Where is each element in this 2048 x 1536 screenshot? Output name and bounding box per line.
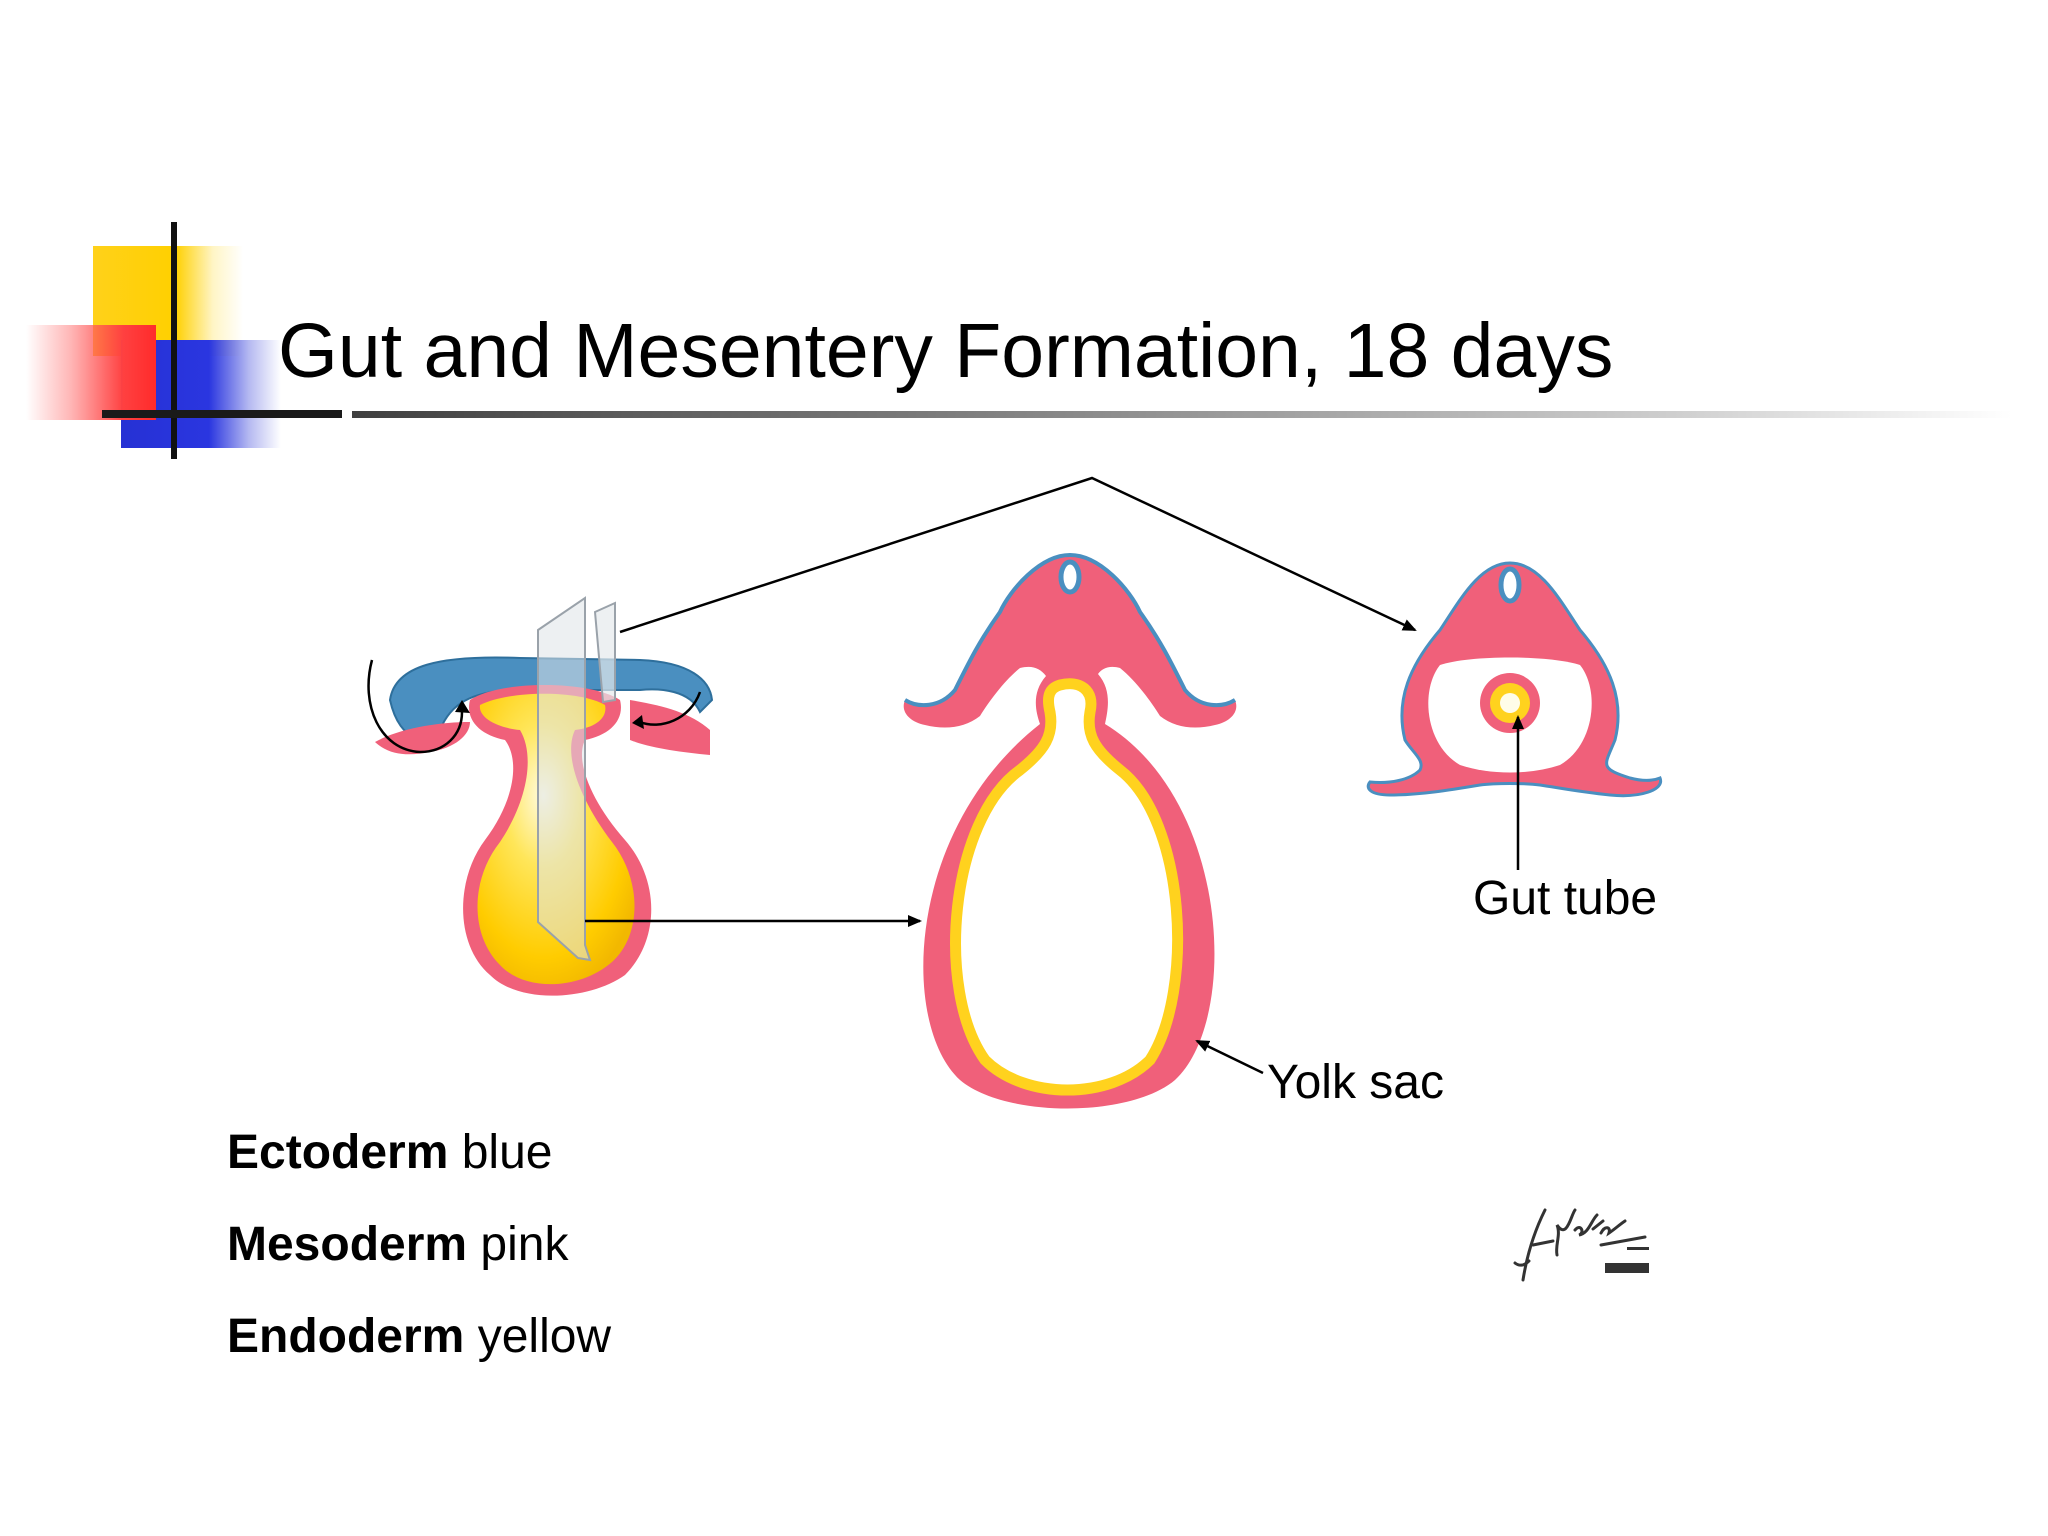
- legend-term: Mesoderm: [227, 1218, 468, 1271]
- yolk-sac-cavity: [955, 683, 1178, 1090]
- cross-section-early: [903, 552, 1237, 1109]
- cross-section-closed: [1366, 561, 1663, 798]
- gut-tube-lumen: [1500, 693, 1520, 713]
- decor-vertical-line: [171, 222, 177, 459]
- neural-tube-closed: [1498, 566, 1522, 604]
- legend-row-ectoderm: Ectoderm blue: [227, 1125, 611, 1217]
- section-plane-back: [593, 601, 616, 704]
- fold-arrow-right: [639, 691, 702, 726]
- legend-color-word: pink: [480, 1218, 569, 1271]
- connector-arrows: [585, 476, 1524, 1075]
- legend-color-word: blue: [461, 1126, 553, 1179]
- legend-row-mesoderm: Mesoderm pink: [227, 1217, 611, 1309]
- fold-arrow-left: [367, 659, 464, 754]
- embryo-3d-view: [367, 596, 714, 996]
- ectoderm-edge-early: [903, 552, 1237, 708]
- fold-arrow-right-head: [632, 715, 644, 729]
- arrow-plane-to-closed-section: [619, 476, 1417, 634]
- artist-signature-icon: [1513, 1208, 1649, 1282]
- neural-tube-early: [1058, 559, 1082, 595]
- germ-layer-legend: Ectoderm blue Mesoderm pink Endoderm yel…: [227, 1125, 611, 1401]
- legend-term: Endoderm: [227, 1310, 465, 1363]
- legend-term: Ectoderm: [227, 1126, 449, 1179]
- decor-red-square: [26, 325, 156, 420]
- arrow-yolk-sac: [1195, 1039, 1264, 1075]
- title-underline: [352, 411, 2012, 418]
- label-gut-tube: Gut tube: [1473, 872, 1658, 925]
- slide-title: Gut and Mesentery Formation, 18 days: [278, 308, 1614, 394]
- legend-row-endoderm: Endoderm yellow: [227, 1309, 611, 1401]
- mesoderm-right-wing: [630, 700, 710, 755]
- legend-color-word: yellow: [477, 1310, 612, 1363]
- decor-horizontal-line: [102, 410, 342, 418]
- label-yolk-sac: Yolk sac: [1267, 1056, 1444, 1109]
- endoderm-lining: [950, 678, 1184, 1096]
- fold-arrow-left-head: [455, 700, 470, 713]
- section-plane-front: [537, 596, 592, 962]
